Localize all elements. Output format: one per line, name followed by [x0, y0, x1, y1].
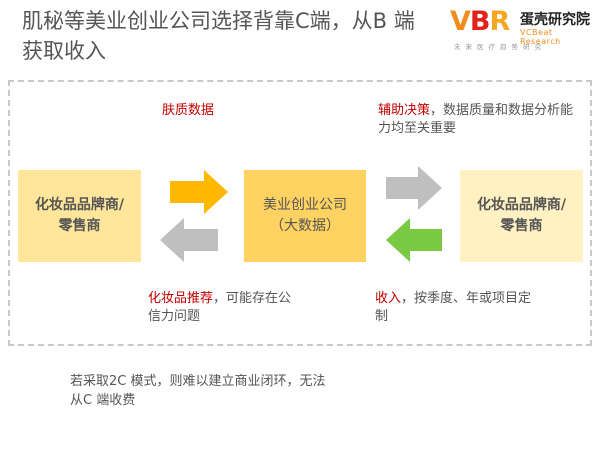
box-brand-retailer-right: 化妆品品牌商/零售商 — [460, 170, 583, 262]
note-cosmetic-recommendation: 化妆品推荐，可能存在公信力问题 — [148, 291, 292, 324]
diagram-frame — [8, 80, 592, 346]
logo-name-en: VCBeat Research — [520, 28, 561, 46]
note-skin-data: 肤质数据 — [162, 103, 215, 118]
logo-mark: VBR — [450, 6, 510, 37]
arrow-left-green-icon — [386, 218, 442, 262]
logo-name-cn: 蛋壳研究院 — [520, 12, 590, 28]
box-beauty-startup: 美业创业公司（大数据） — [244, 170, 366, 262]
vcbeat-logo: VBR 蛋壳研究院 VCBeat Research 未来医疗趋势研究 — [450, 6, 595, 52]
box-brand-retailer-left: 化妆品品牌商/零售商 — [18, 170, 141, 262]
arrow-right-orange-icon — [170, 170, 228, 214]
logo-tagline: 未来医疗趋势研究 — [454, 43, 546, 51]
arrow-right-gray-icon — [386, 166, 442, 210]
page-title: 肌秘等美业创业公司选择背靠C端，从B 端获取收入 — [22, 9, 415, 63]
footnote-2c-model: 若采取2C 模式，则难以建立商业闭环，无法从C 端收费 — [70, 374, 326, 408]
note-revenue: 收入，按季度、年或项目定制 — [375, 291, 532, 324]
note-decision-support: 辅助决策，数据质量和数据分析能力均至关重要 — [378, 103, 574, 136]
arrow-left-gray-icon — [160, 218, 218, 262]
